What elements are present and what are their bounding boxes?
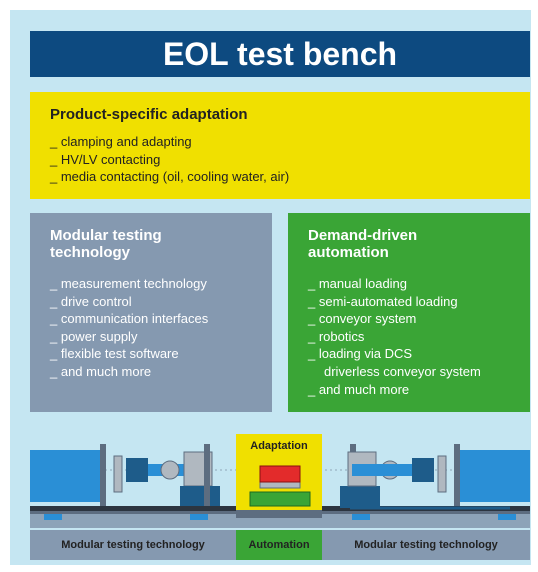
modular-heading: Modular testing technology <box>50 227 252 261</box>
right-torque-sensor <box>412 458 434 482</box>
list-item: _ manual loading <box>308 276 408 291</box>
automation-heading-line2: automation <box>308 244 389 261</box>
adaptation-base <box>236 510 322 518</box>
modular-heading-line2: technology <box>50 244 131 261</box>
right-motor <box>460 450 530 502</box>
list-item: driverless conveyor system <box>324 363 481 379</box>
right-motor-flange <box>454 444 460 506</box>
test-bench-drawing <box>30 434 530 528</box>
foot <box>190 514 208 520</box>
left-support <box>180 486 220 508</box>
test-bench-illustration: Adaptation Modular testing technology Au… <box>30 430 530 560</box>
foot <box>44 514 62 520</box>
list-item: _ media contacting (oil, cooling water, … <box>50 169 290 185</box>
left-modular-label: Modular testing technology <box>30 530 236 560</box>
automation-carrier <box>249 491 311 507</box>
right-support <box>340 486 380 508</box>
foot <box>352 514 370 520</box>
list-item: _ and much more <box>308 381 410 397</box>
list-item: _ semi-automated loading <box>308 293 458 309</box>
list-item: _ measurement technology <box>50 276 207 291</box>
list-item: _ robotics <box>308 328 365 344</box>
left-coupling <box>113 455 123 493</box>
list-item: _ flexible test software <box>50 346 179 362</box>
automation-label: Automation <box>236 530 322 560</box>
adaptation-list: _ clamping and adapting _ HV/LV contacti… <box>50 133 510 186</box>
foot <box>498 514 516 520</box>
list-item: _ HV/LV contacting <box>50 151 161 167</box>
list-item: _ power supply <box>50 328 138 344</box>
left-frame <box>204 444 210 506</box>
list-item: _ loading via DCS <box>308 346 413 362</box>
left-bearing <box>160 460 180 480</box>
list-item: _ clamping and adapting <box>50 134 192 149</box>
list-item: _ conveyor system <box>308 311 417 327</box>
right-modular-label: Modular testing technology <box>322 530 530 560</box>
automation-heading-line1: Demand-driven <box>308 227 418 244</box>
adaptation-panel: Product-specific adaptation _ clamping a… <box>30 92 530 199</box>
left-rail <box>30 506 240 511</box>
modular-heading-line1: Modular testing <box>50 227 162 244</box>
automation-heading: Demand-driven automation <box>308 227 510 261</box>
left-torque-sensor <box>126 458 148 482</box>
diagram-title: EOL test bench <box>30 31 530 77</box>
right-shaft <box>352 464 412 476</box>
right-coupling <box>437 455 447 493</box>
list-item: _ communication interfaces <box>50 311 209 327</box>
list-item: _ and much more <box>50 363 152 379</box>
automation-list: _ manual loading _ semi-automated loadin… <box>308 275 510 398</box>
adaptation-label: Adaptation <box>250 440 308 452</box>
right-test-station <box>322 444 530 511</box>
adaptation-station <box>236 434 322 518</box>
test-specimen <box>259 465 301 483</box>
left-motor-flange <box>100 444 106 506</box>
left-test-station <box>30 444 240 511</box>
adaptation-heading: Product-specific adaptation <box>50 106 248 123</box>
automation-panel: Demand-driven automation _ manual loadin… <box>288 213 530 412</box>
list-item: _ drive control <box>50 293 132 309</box>
modular-list: _ measurement technology _ drive control… <box>50 275 252 381</box>
left-motor <box>30 450 100 502</box>
modular-panel: Modular testing technology _ measurement… <box>30 213 272 412</box>
base-platform <box>30 512 530 528</box>
